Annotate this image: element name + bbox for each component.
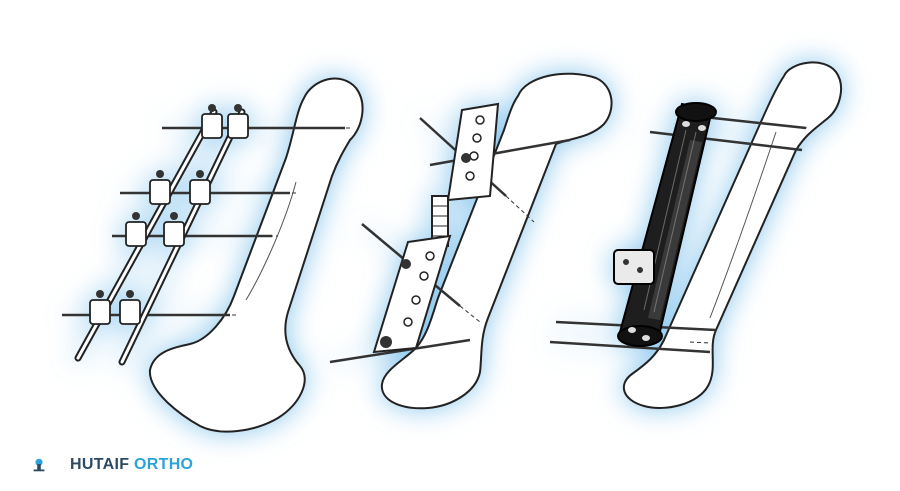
cylindrical-fixator-illustration (549, 61, 843, 409)
brand-name: HUTAIF ORTHO (70, 456, 193, 474)
brand-word-hutaif: HUTAIF (70, 456, 130, 473)
brand-mark: HUTAIF ORTHO (30, 452, 193, 478)
brand-word-ortho: ORTHO (134, 456, 194, 473)
bone-logo-icon (33, 458, 45, 472)
plate-bar-fixator-illustration (329, 72, 613, 410)
pin-and-rod-fixator-illustration (62, 77, 364, 433)
